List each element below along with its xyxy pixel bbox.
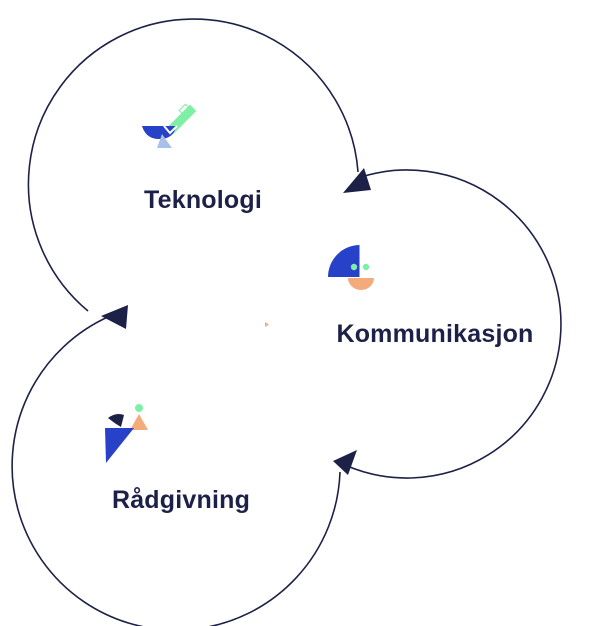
satellite-icon — [142, 103, 197, 148]
face-shapes-icon — [328, 245, 374, 290]
center-marker — [265, 322, 269, 327]
arrowhead-kommunikasjon-to-radgivning — [333, 450, 357, 475]
circle-teknologi — [27, 18, 359, 312]
arrowhead-radgivning-to-teknologi — [101, 305, 128, 329]
node-label-teknologi: Teknologi — [144, 186, 262, 214]
circle-kommunikasjon — [344, 169, 562, 479]
node-label-kommunikasjon: Kommunikasjon — [336, 320, 534, 348]
node-label-radgivning: Rådgivning — [111, 486, 251, 514]
arrowhead-teknologi-to-kommunikasjon — [343, 168, 371, 193]
circle-radgivning — [11, 315, 341, 626]
figure-shapes-icon — [105, 404, 148, 463]
